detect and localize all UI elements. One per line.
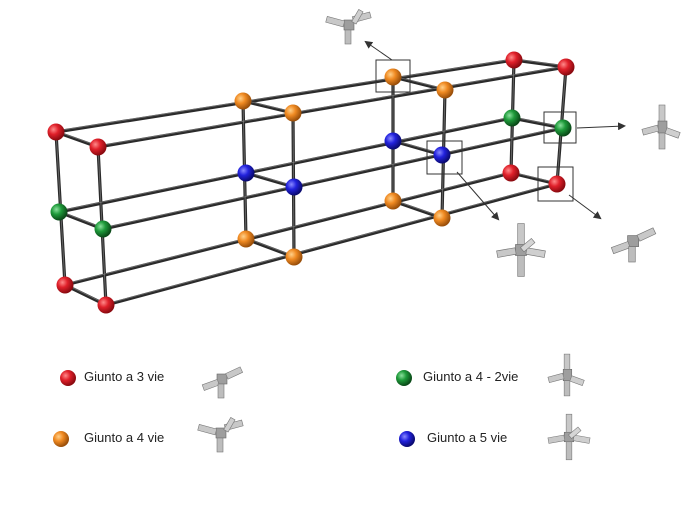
three-way-connector-icon [610, 227, 657, 263]
callout-box [543, 111, 577, 144]
joint-ball-joint-3-way [548, 175, 566, 193]
joints [47, 51, 575, 314]
legend-label-4-2-way: Giunto a 4 - 2vie [423, 369, 519, 384]
joint-ball-joint-4-way [384, 68, 402, 86]
frame-tube [512, 58, 568, 69]
joint-ball-joint-4-way [436, 81, 454, 99]
legend-ball-joint-4-way [53, 431, 69, 447]
frame-tube-highlight [513, 58, 567, 67]
joint-ball-joint-4-2-way [94, 220, 112, 238]
legend-label-4-way: Giunto a 4 vie [84, 430, 165, 445]
frame-tube [101, 126, 565, 231]
frame-tube-highlight [105, 182, 558, 305]
legend-label-3-way: Giunto a 3 vie [84, 369, 165, 384]
callout-arrow [576, 122, 626, 131]
five-way-connector-icon [496, 223, 546, 277]
four-way-connector-icon [197, 417, 244, 453]
legend-marks [53, 370, 415, 447]
frame-tube [63, 171, 513, 287]
frame-tube [57, 116, 514, 214]
callouts [364, 40, 626, 221]
frame-tube [96, 65, 568, 149]
frame-tube [54, 58, 516, 134]
three-way-connector-icon [201, 366, 243, 399]
joint-ball-joint-3-way [557, 58, 575, 76]
frame-tube-highlight [97, 65, 567, 147]
legend-ball-joint-3-way [60, 370, 76, 386]
joint-ball-joint-3-way [502, 164, 520, 182]
callout-box [426, 140, 463, 175]
four-two-way-connector-icon [547, 353, 585, 397]
frame-tube [510, 116, 565, 130]
joint-ball-joint-4-way [384, 192, 402, 210]
joint-ball-joint-3-way [97, 296, 115, 314]
callout-arrow [456, 171, 500, 221]
frame-tube [244, 237, 296, 259]
joint-ball-joint-3-way [505, 51, 523, 69]
joint-ball-joint-4-2-way [554, 119, 572, 137]
joint-ball-joint-4-2-way [503, 109, 521, 127]
joint-ball-joint-3-way [56, 276, 74, 294]
frame-tube-highlight [392, 75, 446, 90]
frame-tube [104, 182, 559, 307]
joint-ball-joint-4-way [433, 209, 451, 227]
callout-arrow [364, 40, 393, 61]
frame-tube [241, 99, 295, 115]
joint-ball-joint-4-way [284, 104, 302, 122]
callout-arrow [568, 194, 602, 220]
joint-ball-joint-5-way [433, 146, 451, 164]
five-way-connector-icon [547, 413, 591, 461]
frame-tube-highlight [64, 171, 512, 285]
callout-box [375, 59, 411, 93]
frame-tube-highlight [58, 116, 513, 212]
legend-ball-joint-4-2-way [396, 370, 412, 386]
frame-tube [391, 199, 444, 220]
legend-ball-joint-5-way [399, 431, 415, 447]
joint-ball-joint-4-way [234, 92, 252, 110]
joint-ball-joint-3-way [47, 123, 65, 141]
legend-label-5-way: Giunto a 5 vie [427, 430, 508, 445]
joint-ball-joint-4-way [237, 230, 255, 248]
joint-ball-joint-4-way [285, 248, 303, 266]
joint-ball-joint-5-way [384, 132, 402, 150]
frame-tube-highlight [55, 58, 515, 132]
joint-ball-joint-5-way [285, 178, 303, 196]
four-way-connector-icon [325, 9, 372, 45]
joint-ball-joint-5-way [237, 164, 255, 182]
joint-ball-joint-3-way [89, 138, 107, 156]
joint-ball-joint-4-2-way [50, 203, 68, 221]
four-two-way-connector-icon [641, 104, 681, 150]
callout-box [537, 166, 574, 202]
frame-tube-highlight [102, 126, 564, 229]
frame-tube-highlight [511, 116, 564, 128]
frame-tubes [54, 58, 568, 307]
